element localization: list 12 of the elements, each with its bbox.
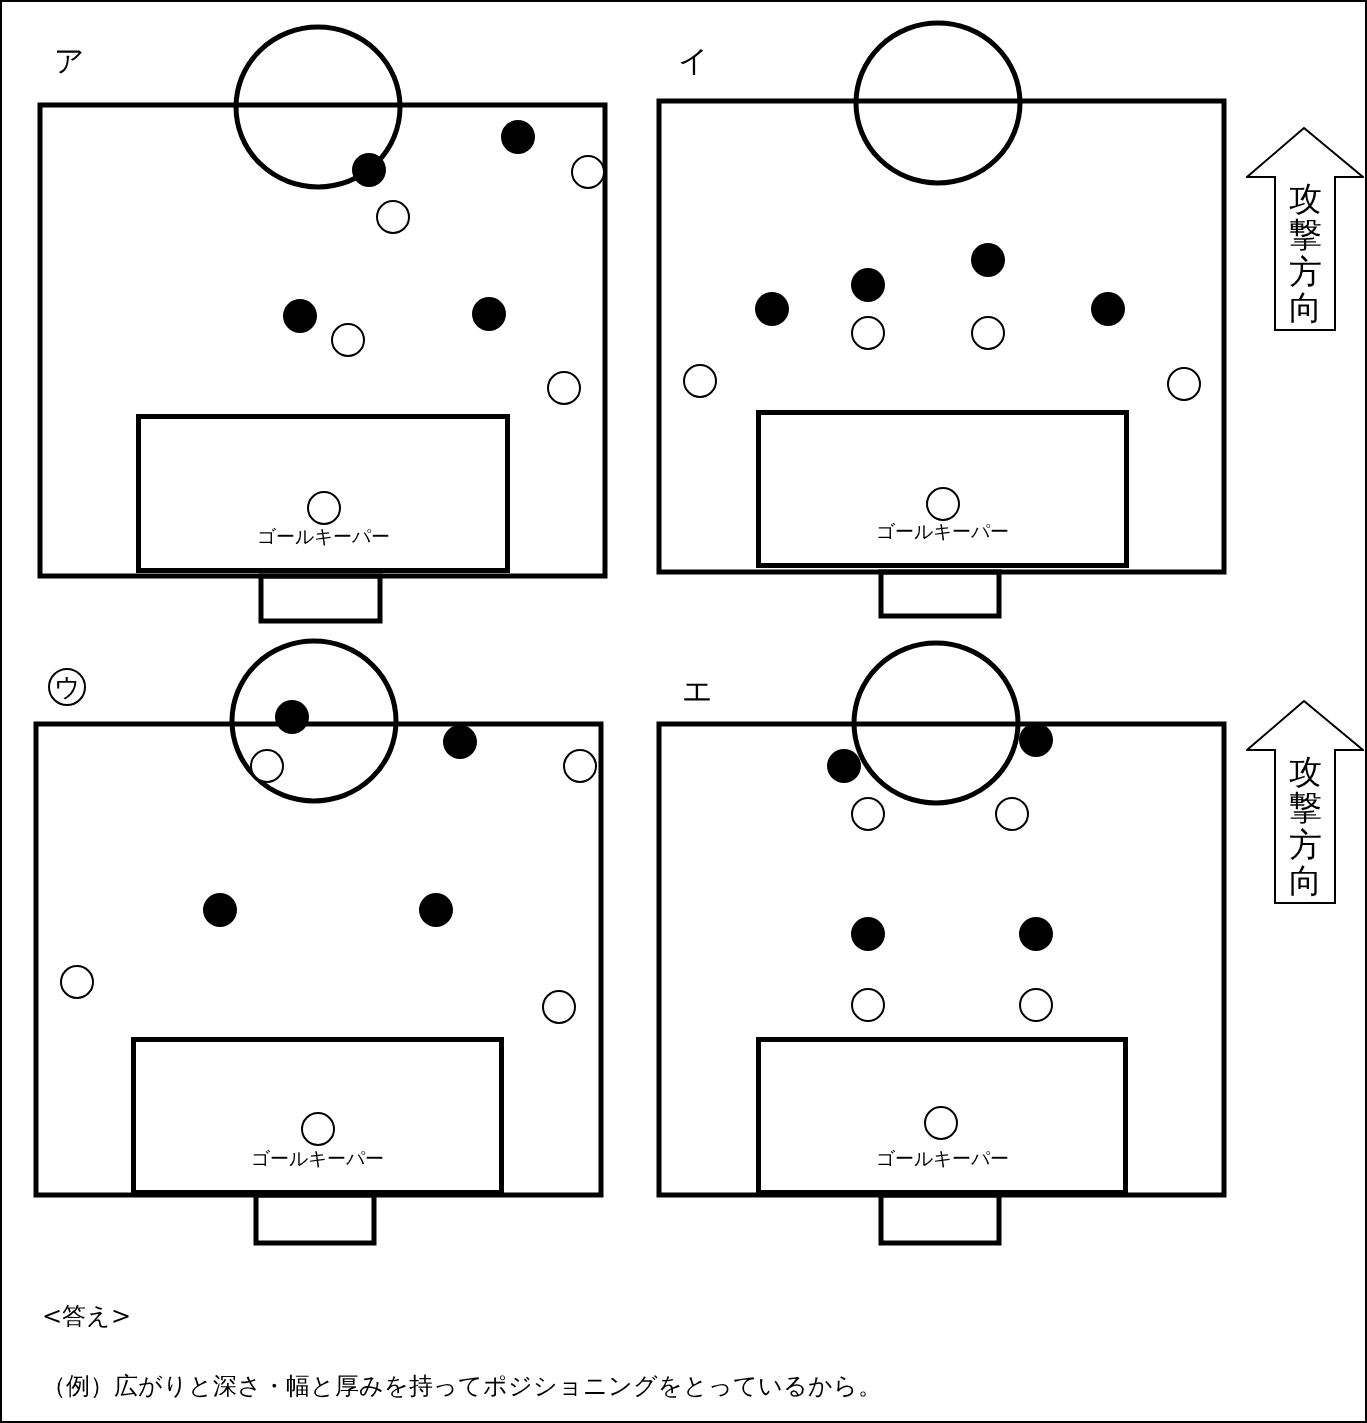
penalty-box: ゴールキーパー [131, 1037, 504, 1195]
penalty-box: ゴールキーパー [136, 414, 510, 573]
panel-label: ア [54, 46, 85, 76]
penalty-box: ゴールキーパー [756, 410, 1129, 568]
penalty-box: ゴールキーパー [756, 1037, 1128, 1195]
direction-arrow: 攻撃方向 [1246, 700, 1364, 905]
panel-label: イ [678, 46, 709, 76]
answer-text: （例）広がりと深さ・幅と厚みを持ってポジショニングをとっているから。 [42, 1374, 882, 1398]
direction-arrow: 攻撃方向 [1246, 127, 1364, 332]
panel-label: エ [682, 676, 713, 706]
panel-label: ウ [48, 668, 86, 706]
answer-heading: <答え> [42, 1304, 132, 1328]
